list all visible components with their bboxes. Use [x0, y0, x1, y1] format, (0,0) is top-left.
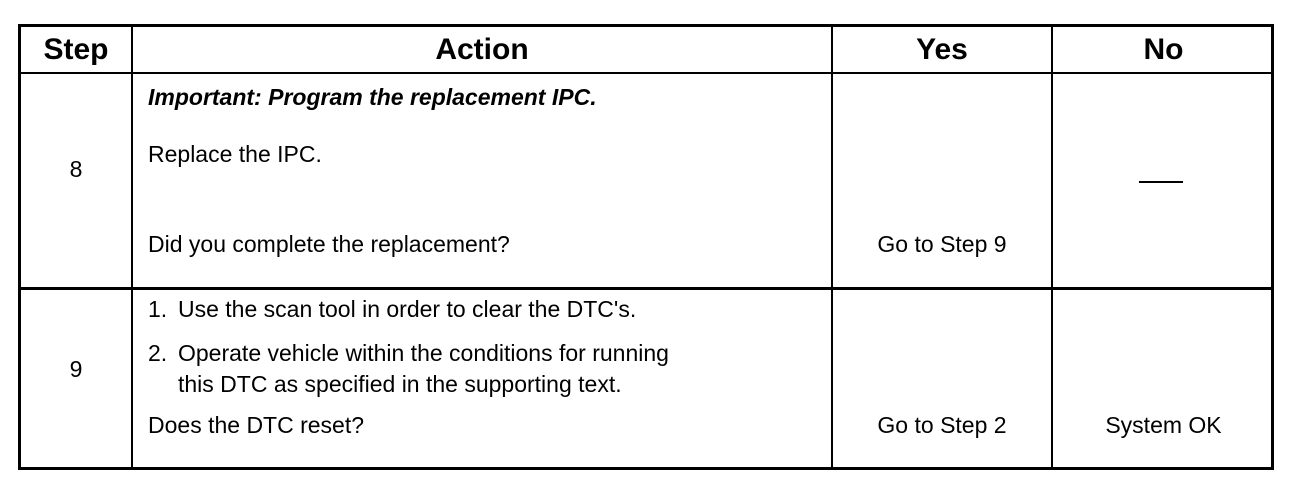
step-number: 8	[69, 156, 83, 182]
row-divider	[21, 72, 1271, 74]
action-question: Does the DTC reset?	[148, 412, 365, 438]
header-action: Action	[435, 33, 529, 66]
action-instruction: Replace the IPC.	[148, 141, 322, 167]
list-item-text: Use the scan tool in order to clear the …	[178, 296, 637, 322]
list-item-number: 1.	[148, 296, 168, 322]
list-item-number: 2.	[148, 340, 168, 366]
diagnostic-table: Step Action Yes No 8 Important: Program …	[18, 24, 1274, 470]
no-result: System OK	[1105, 412, 1222, 438]
column-divider	[1051, 27, 1053, 467]
list-item-text: Operate vehicle within the conditions fo…	[178, 340, 669, 366]
column-divider	[831, 27, 833, 467]
action-question: Did you complete the replacement?	[148, 231, 510, 257]
important-note: Important: Program the replacement IPC.	[148, 84, 597, 110]
list-item: 2. Operate vehicle within the conditions …	[148, 338, 669, 400]
column-divider	[131, 27, 133, 467]
no-result-dash	[1139, 181, 1183, 183]
header-yes: Yes	[916, 33, 968, 66]
list-item-text: this DTC as specified in the supporting …	[178, 371, 622, 397]
row-divider	[21, 287, 1271, 290]
yes-result: Go to Step 2	[877, 412, 1007, 438]
header-no: No	[1143, 33, 1184, 66]
yes-result: Go to Step 9	[877, 231, 1007, 257]
list-item: 1. Use the scan tool in order to clear th…	[148, 294, 636, 325]
header-step: Step	[43, 33, 109, 66]
step-number: 9	[69, 356, 83, 382]
